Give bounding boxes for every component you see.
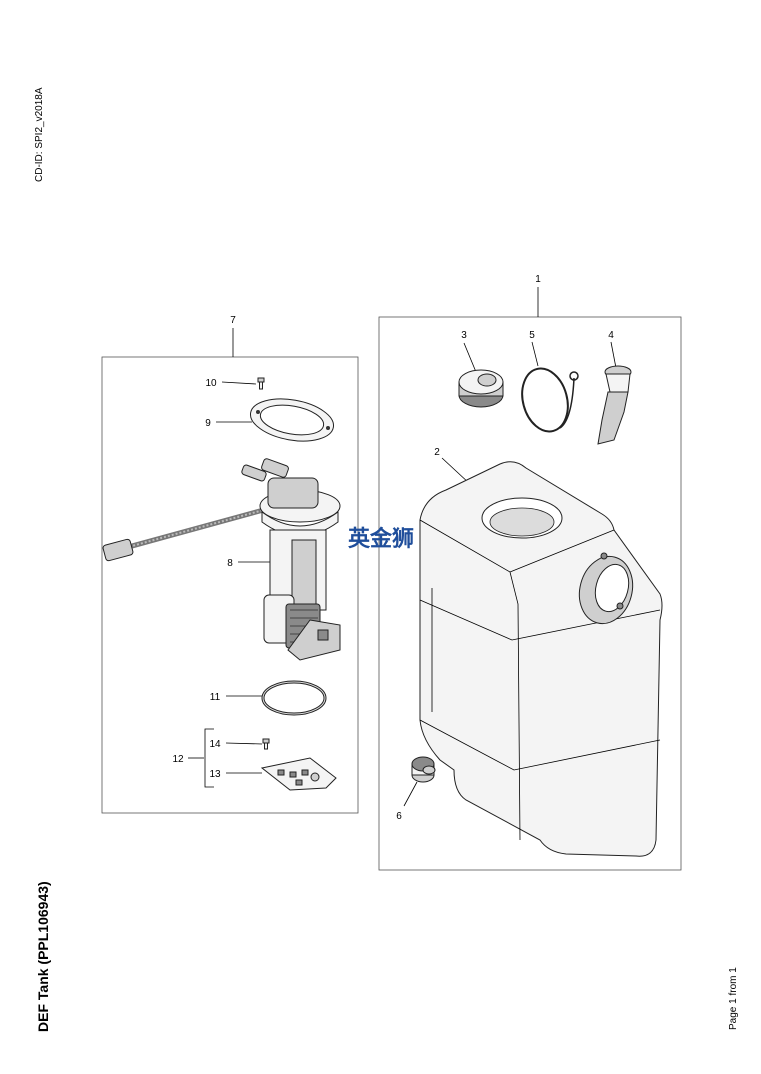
leader-3	[463, 342, 477, 373]
callout-12: 12	[172, 754, 184, 765]
callout-6: 6	[396, 811, 402, 822]
bracket-12	[204, 728, 214, 788]
leader-14	[225, 742, 263, 745]
leader-6	[403, 781, 418, 807]
callout-3: 3	[461, 330, 467, 341]
leader-10	[221, 381, 257, 385]
callout-9: 9	[205, 418, 211, 429]
callout-13: 13	[209, 769, 221, 780]
filler-neck-4-drawing	[597, 365, 632, 445]
seal-5-drawing	[521, 367, 579, 433]
leader-2	[441, 457, 471, 485]
tank-2-drawing	[419, 461, 663, 857]
callout-7: 7	[230, 315, 236, 326]
callout-2: 2	[434, 447, 440, 458]
callout-8: 8	[227, 558, 233, 569]
callout-5: 5	[529, 330, 535, 341]
cap-3-drawing	[458, 369, 504, 408]
gasket-9-drawing	[249, 398, 335, 442]
pump-module-8-drawing	[102, 458, 341, 661]
callout-1: 1	[535, 274, 541, 285]
screw-14-drawing	[262, 738, 270, 750]
leader-5	[531, 341, 539, 367]
tank-assembly-box	[378, 316, 682, 871]
o-ring-11-drawing	[261, 680, 327, 716]
pump-assembly-box	[101, 356, 359, 814]
screw-10-drawing	[257, 377, 265, 390]
callout-4: 4	[608, 330, 614, 341]
plug-6-drawing	[411, 756, 436, 783]
leader-4	[610, 341, 617, 369]
callout-11: 11	[210, 692, 221, 703]
callout-10: 10	[205, 378, 217, 389]
watermark-text: 英金狮	[348, 526, 414, 552]
plate-13-drawing	[260, 757, 337, 791]
callout-14: 14	[209, 739, 221, 750]
